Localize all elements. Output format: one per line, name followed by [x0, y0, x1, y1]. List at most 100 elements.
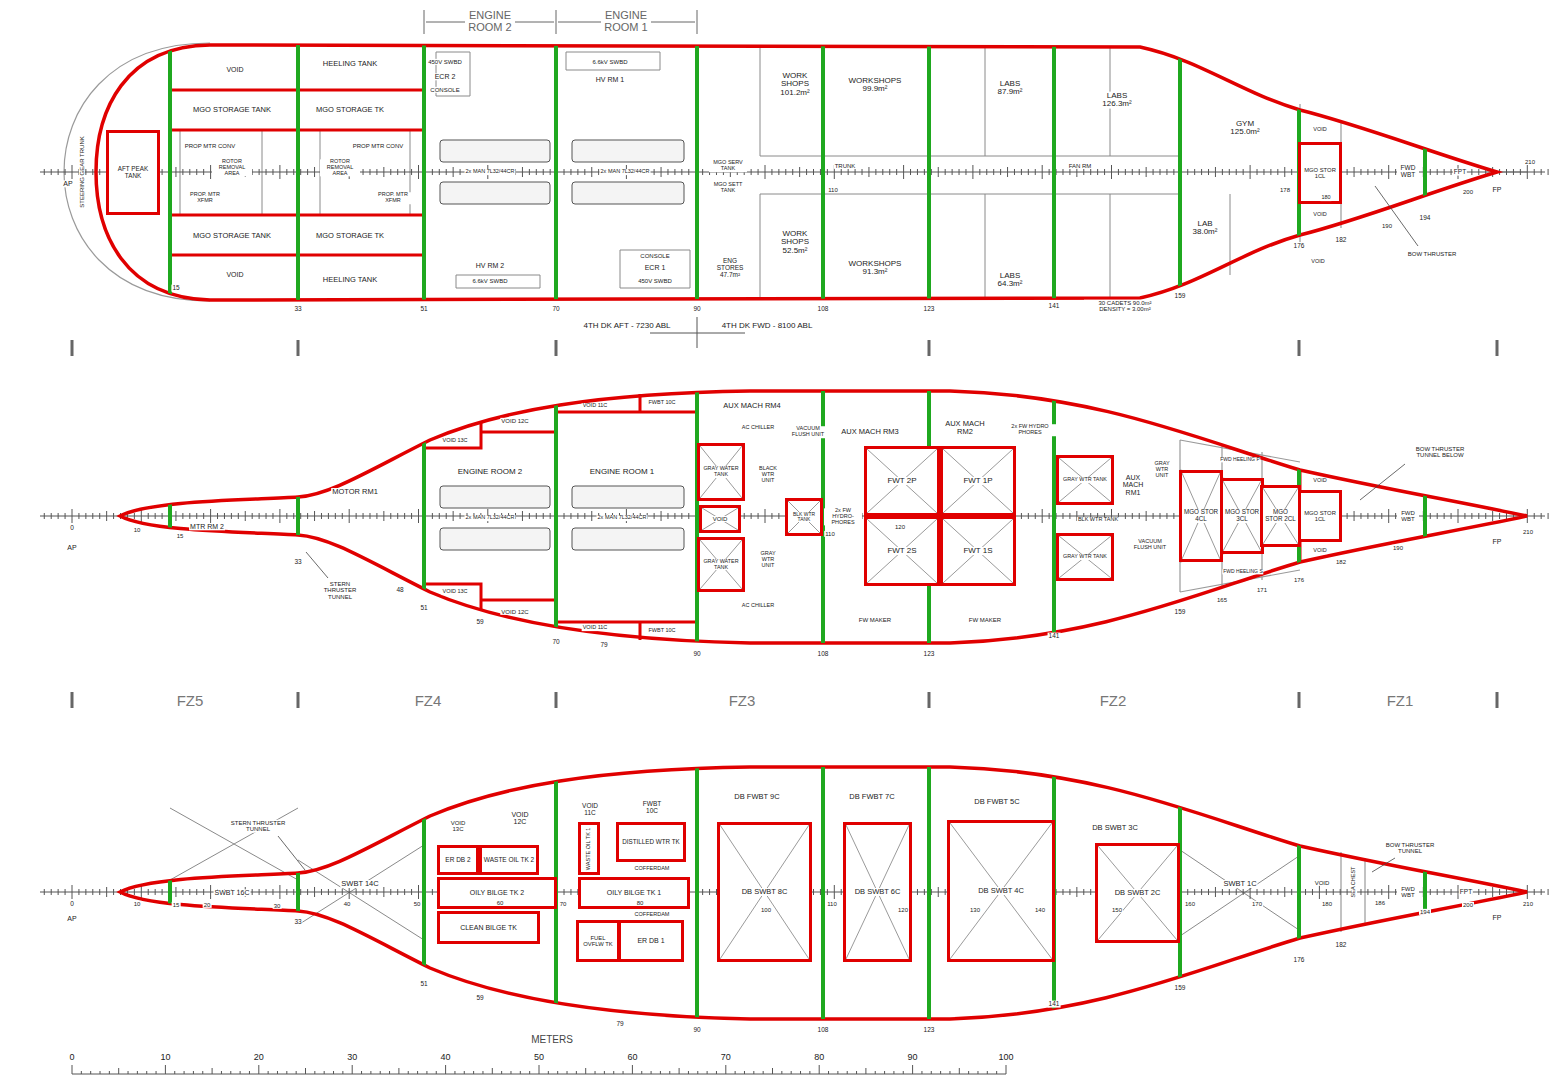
frame-number: 190 — [1392, 545, 1404, 551]
frame-number: 120 — [897, 907, 909, 913]
tank-box: FUEL OVFLW TK — [576, 920, 620, 962]
tank-box: DISTILLED WTR TK — [616, 822, 686, 862]
frame-number: 0 — [69, 901, 75, 908]
tank-box: DB SWBT 6C — [843, 822, 912, 962]
frame-number: 51 — [419, 306, 428, 313]
label-text: STERN THRUSTER TUNNEL — [230, 820, 287, 833]
label-text: ENGINE ROOM 2 — [457, 468, 523, 476]
tank-box: GRAY WATER TANK — [697, 537, 745, 592]
engine-symbol — [440, 140, 684, 550]
tank-label: GRAY WTR TANK — [1062, 477, 1108, 483]
frame-number: 90 — [692, 306, 701, 313]
frame-number: 51 — [419, 605, 428, 612]
tank-box: FWT 2P — [864, 446, 940, 516]
label-text: WORK SHOPS 101.2m² — [772, 72, 819, 97]
frame-number: 51 — [419, 981, 428, 988]
label-text: 4TH DK AFT - 7230 ABL — [582, 322, 671, 330]
label-text: BLACK WTR UNIT — [756, 466, 780, 483]
frame-number: 80 — [813, 1053, 825, 1062]
frame-number: 33 — [293, 559, 302, 566]
label-text: VOID 13C — [441, 438, 468, 444]
label-text: VOID 12C — [500, 418, 529, 424]
label-text: GYM 125.0m² — [1222, 120, 1269, 137]
label-text: DB FWBT 5C — [973, 798, 1020, 806]
frame-number: 182 — [1335, 942, 1348, 949]
label-text: BOW THRUSTER — [1407, 251, 1458, 257]
label-text: VOID — [1310, 259, 1325, 265]
label-text: FZ4 — [414, 693, 443, 709]
label-text: BOW THRUSTER TUNNEL — [1382, 842, 1439, 855]
label-text: ROTOR REMOVAL AREA — [320, 159, 360, 176]
frame-number: 160 — [1184, 901, 1196, 907]
tank-label: FUEL OVFLW TK — [579, 935, 617, 947]
label-text: COFFERDAM — [634, 912, 671, 918]
label-text: FP — [1492, 538, 1503, 545]
frame-number: 120 — [894, 524, 906, 530]
label-text: VOID — [1312, 478, 1327, 484]
label-text: TRUNK — [834, 163, 857, 169]
tank-box: MGO STOR 1CL — [1298, 490, 1342, 542]
label-text: FWBT 10C — [647, 628, 676, 634]
label-text: FWBT 10C — [647, 400, 676, 406]
label-text: 450V SWBD — [637, 278, 673, 284]
label-text: ENGINE ROOM 1 — [601, 10, 651, 33]
label-text: COFFERDAM — [634, 866, 671, 872]
frame-number: 176 — [1293, 243, 1306, 250]
frame-number: 170 — [1251, 901, 1263, 907]
label-text: FZ2 — [1099, 693, 1128, 709]
tank-box: GRAY WTR TANK — [1056, 455, 1114, 505]
tank-label: CLEAN BILGE TK — [459, 924, 518, 931]
label-text: 2x MAN 7L32/44CR — [597, 515, 648, 521]
label-text: MGO STORAGE TK — [315, 106, 385, 114]
label-text: AUX MACH RM4 — [722, 402, 782, 410]
label-text: PROP MTR CONV — [352, 143, 405, 149]
label-text: VOID 11C — [577, 803, 603, 817]
label-text: LABS 126.3m² — [1094, 92, 1141, 109]
label-text: 2x MAN 7L32/44CR — [465, 169, 516, 175]
label-text: MGO SETT TANK — [709, 182, 747, 194]
frame-number: 130 — [969, 907, 981, 913]
label-text: 2x MAN 7L32/44CR — [600, 169, 651, 175]
tank-box: WASTE OIL TK 1 — [578, 822, 600, 875]
label-text: VOID 11C — [582, 403, 609, 409]
tank-label: MGO STOR 4CL — [1182, 509, 1220, 522]
label-text: HEELING TANK — [322, 276, 378, 284]
label-text: VOID — [1312, 548, 1327, 554]
frame-number: 141 — [1048, 303, 1061, 310]
label-text: ENGINE ROOM 2 — [465, 10, 515, 33]
label-text: FWBT 10C — [639, 801, 665, 815]
label-text: LAB 38.0m² — [1184, 220, 1226, 237]
tank-box: DB SWBT 4C — [947, 820, 1055, 962]
tank-box: FWT 1P — [940, 446, 1016, 516]
frame-number: 30 — [273, 903, 282, 909]
label-text: PROP. MTR XFMR — [187, 192, 223, 204]
tank-box: GRAY WTR TANK — [1056, 533, 1114, 581]
tank-label: OILY BILGE TK 1 — [606, 889, 662, 896]
frame-number: 90 — [692, 1027, 701, 1034]
bulkhead — [170, 30, 1425, 320]
label-text: FZ1 — [1386, 693, 1415, 709]
label-text: MGO STORAGE TK — [315, 232, 385, 240]
tank-boundary — [170, 90, 1300, 640]
label-text: VOID 13C — [441, 589, 468, 595]
label-text: PROP. MTR XFMR — [375, 192, 411, 204]
label-text: STERN THRUSTER TUNNEL — [314, 581, 366, 600]
tank-box: BLK WTR TANK — [785, 498, 823, 536]
frame-number: 70 — [551, 639, 560, 646]
frame-number: 108 — [817, 306, 830, 313]
frame-number: 70 — [551, 306, 560, 313]
frame-number: 40 — [343, 901, 352, 907]
frame-number: 200 — [1462, 902, 1474, 908]
label-text: FPT — [1459, 889, 1473, 896]
frame-number: 123 — [923, 1027, 936, 1034]
frame-number: 186 — [1374, 900, 1386, 906]
label-text: FPT — [1453, 169, 1467, 176]
tank-label: FWT 2P — [886, 477, 917, 485]
frame-number: 210 — [1522, 529, 1534, 535]
frame-number: 176 — [1293, 577, 1305, 583]
frame-number: 79 — [615, 1021, 624, 1028]
label-text: SWBT 1C — [1222, 880, 1257, 888]
tank-label: FWT 1P — [962, 477, 993, 485]
tank-box: AFT PEAK TANK — [106, 130, 160, 215]
frame-number: 108 — [817, 651, 830, 658]
